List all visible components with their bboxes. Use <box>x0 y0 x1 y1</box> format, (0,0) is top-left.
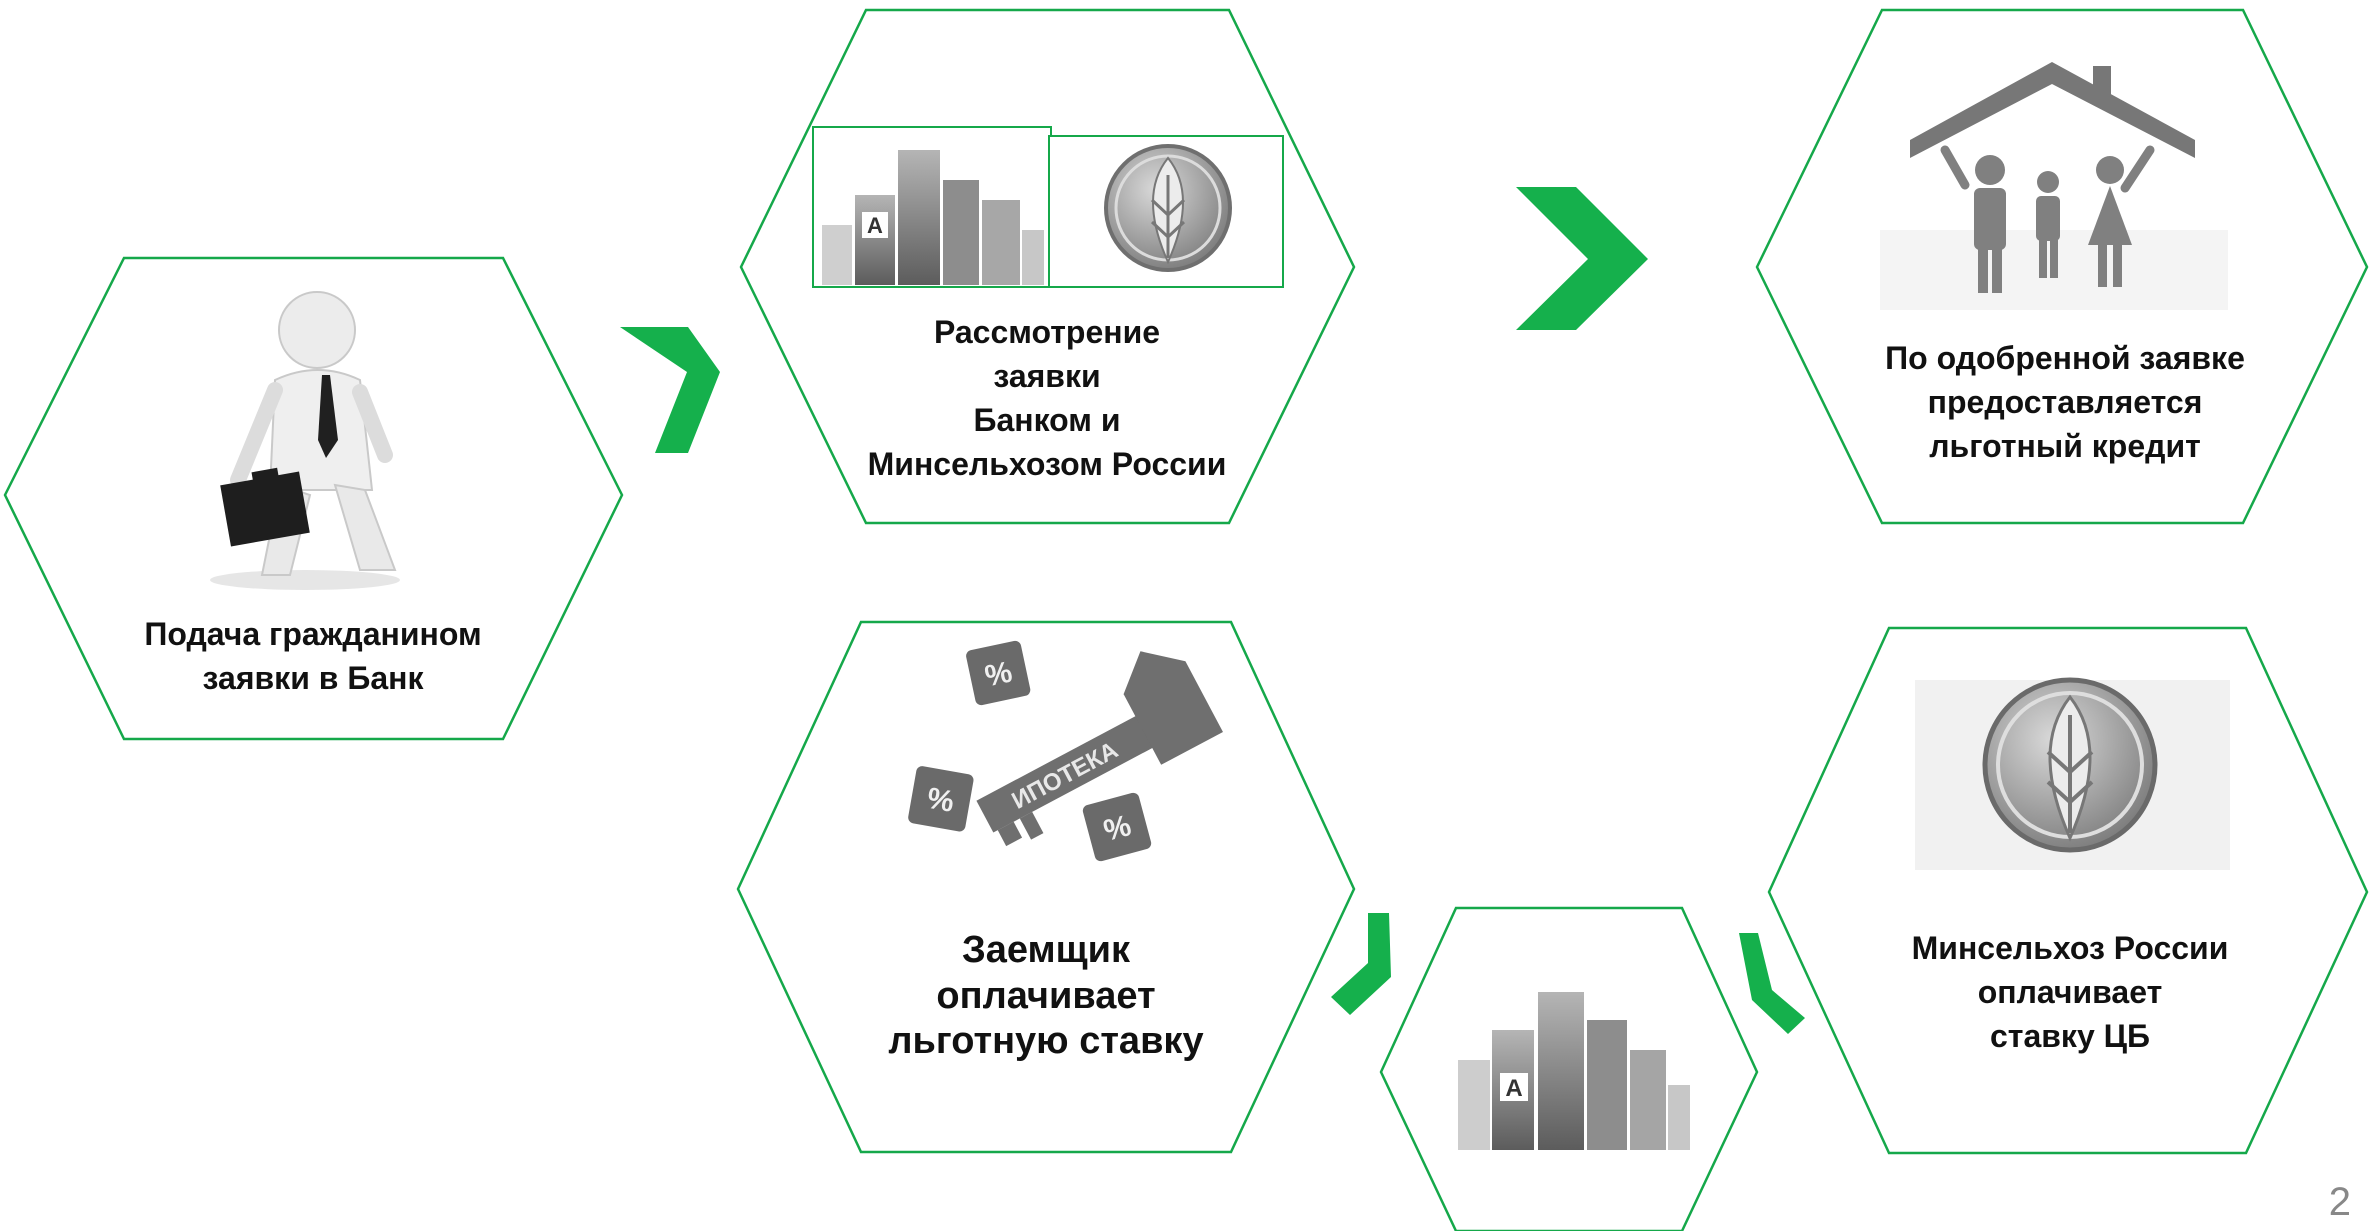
svg-text:A: A <box>867 213 883 238</box>
hexagon-submit <box>3 256 624 741</box>
bank-buildings-icon: A <box>1458 992 1690 1150</box>
arrow-right-1 <box>620 327 720 453</box>
label-line: заявки <box>993 358 1101 395</box>
ministry-wheat-emblem-icon <box>1915 677 2230 870</box>
label-line: По одобренной заявке <box>1885 340 2245 376</box>
bank-buildings-image: A <box>822 150 1044 285</box>
label-line: ставку ЦБ <box>1989 1018 2150 1055</box>
label-line: Заемщик <box>961 929 1131 971</box>
label-line: оплачивает <box>1977 974 2163 1011</box>
label-line: Подача гражданином <box>144 616 482 652</box>
svg-text:A: A <box>1505 1075 1522 1102</box>
ministry-emblem-image <box>1104 144 1232 272</box>
page-number: 2 <box>2328 1180 2351 1224</box>
percent-dice-label-2: % <box>925 782 957 819</box>
bank-buildings-and-ministry-emblem-icon: A <box>812 126 1284 288</box>
businessman-briefcase-icon <box>210 291 400 590</box>
step-subsidy-label: Минсельхоз России оплачивает ставку ЦБ <box>1835 926 2305 1058</box>
mortgage-key-percent-dice-icon: ИПОТЕКА % % % <box>908 640 1223 862</box>
family-house-icon <box>1880 62 2228 310</box>
label-line: Минсельхоз России <box>1911 930 2229 966</box>
step-review-label: Рассмотрение заявки Банком и Минсельхозо… <box>817 310 1277 487</box>
label-line: предоставляется <box>1927 384 2203 421</box>
label-line: льготную ставку <box>888 1020 1204 1063</box>
arrow-right-2 <box>1516 187 1648 330</box>
step-borrower-label: Заемщик оплачивает льготную ставку <box>816 928 1276 1065</box>
step-credit-label: По одобренной заявке предоставляется льг… <box>1830 336 2300 468</box>
arrow-left-upper <box>1331 913 1391 1015</box>
label-line: льготный кредит <box>1929 428 2201 465</box>
label-line: заявки в Банк <box>202 660 424 697</box>
label-line: Минсельхозом России <box>867 446 1227 483</box>
step-submit-label: Подача гражданином заявки в Банк <box>93 612 533 700</box>
label-line: оплачивает <box>936 974 1156 1017</box>
hexagon-borrower <box>736 620 1356 1154</box>
label-line: Банком и <box>973 402 1121 439</box>
arrow-left-lower <box>1739 933 1805 1034</box>
label-line: Рассмотрение <box>933 314 1161 350</box>
